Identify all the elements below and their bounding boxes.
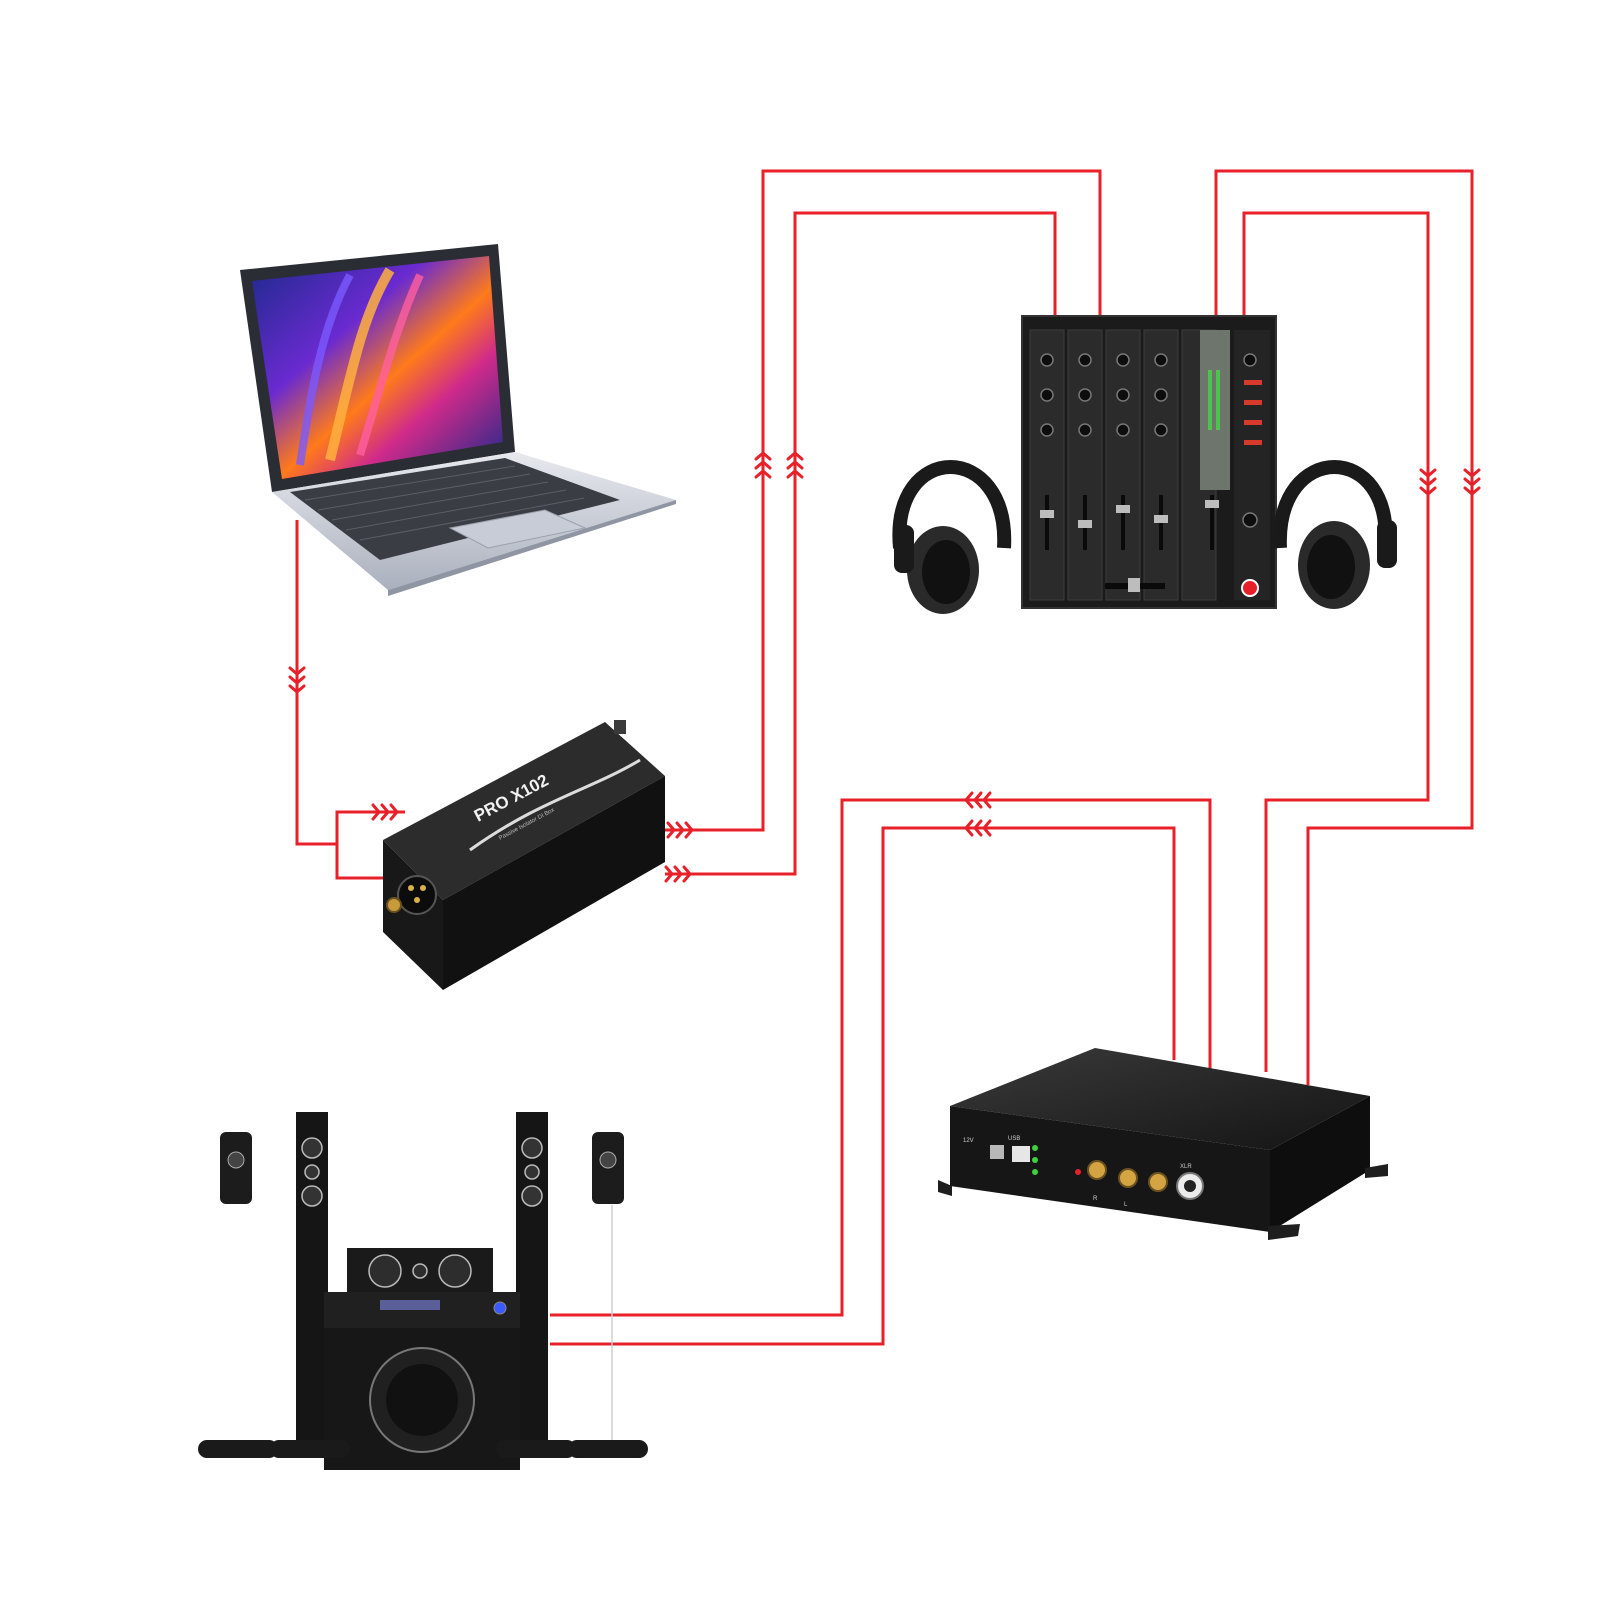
interface-box-device: 12V USB R L XLR [938,1048,1388,1240]
arrow-left-1 [964,791,992,809]
arrow-down-right-1 [1419,468,1437,496]
wire-isolator-mixer-2 [665,211,1057,876]
headphones-right [1272,460,1397,609]
wire-laptop-isolator-2 [335,844,385,880]
wire-interface-theater-1 [550,798,1212,1317]
arrow-down-laptop [288,666,306,694]
wire-mixer-interface-2 [1242,211,1430,1072]
interface-port-label-usb: USB [1008,1136,1020,1142]
arrow-right-isolator-top [371,803,399,821]
headphones-left [892,460,1012,614]
arrow-down-right-2 [1463,468,1481,496]
interface-port-label-xlr: XLR [1180,1164,1192,1170]
arrow-right-out-1 [666,821,694,839]
home-theater-image [198,1112,648,1470]
wire-mixer-interface-1 [1214,169,1474,1085]
isolator-device: PRO X102 Passive Isolator DI Box [383,720,665,990]
dj-mixer-image [1021,315,1277,609]
arrow-left-2 [964,819,992,837]
arrow-up-2 [786,451,804,479]
arrow-up-1 [754,451,772,479]
arrow-right-out-2 [664,865,692,883]
wire-interface-theater-2 [550,826,1176,1346]
interface-port-label-l: L [1124,1202,1128,1208]
wire-isolator-mixer-1 [665,169,1102,832]
interface-port-label-r: R [1093,1196,1098,1202]
arrows [288,451,1481,883]
laptop-image [240,244,676,596]
interface-port-label-12v: 12V [963,1138,974,1144]
wires [295,169,1474,1455]
